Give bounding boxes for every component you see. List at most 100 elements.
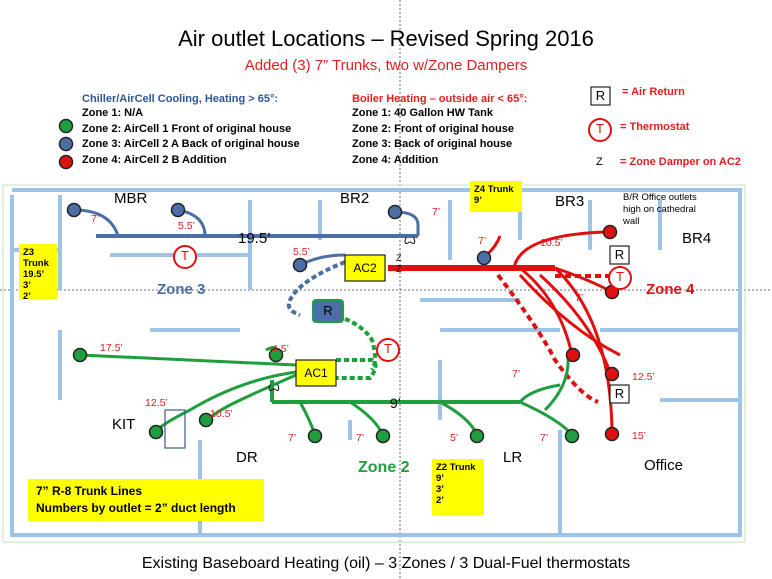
- zone2-outlets: [72, 347, 580, 444]
- duct-len-z2-trunk: 9’: [390, 395, 401, 411]
- return-office-glyph: R: [614, 386, 625, 401]
- room-br3: BR3: [555, 193, 585, 210]
- duct-len-lr-7: 7’: [540, 432, 549, 444]
- trunk-note-box: 7” R-8 Trunk Lines Numbers by outlet = 2…: [28, 479, 264, 521]
- duct-len-kit-left: 17.5’: [100, 342, 123, 354]
- return-central-glyph: R: [323, 303, 333, 318]
- trunk-note-line1: 7” R-8 Trunk Lines: [36, 484, 143, 498]
- legend-zone4-dot: [58, 154, 74, 170]
- legend-cooling-list: Zone 1: N/A Zone 2: AirCell 1 Front of o…: [82, 106, 300, 168]
- z4-trunk-box: Z4 Trunk 9’: [470, 181, 522, 212]
- trunk-note-line2: Numbers by outlet = 2” duct length: [36, 501, 236, 515]
- room-office: Office: [644, 457, 683, 474]
- duct-len-z3-lower: 5.5’: [293, 246, 310, 258]
- zone3-outlets: [66, 202, 492, 273]
- duct-len-z4-upper: 7’: [478, 235, 487, 247]
- duct-len-z3-trunk: 19.5’: [238, 230, 271, 247]
- duct-len-ac1: 4.5’: [272, 343, 289, 355]
- z2-trunk-len2: 3’: [436, 484, 444, 495]
- duct-len-office-12-5: 12.5’: [632, 371, 655, 383]
- legend-return-glyph: R: [595, 88, 606, 103]
- return-office: [609, 384, 630, 404]
- z3-trunk-len1: 19.5’: [23, 269, 45, 280]
- thermostat-zone3-glyph: T: [181, 248, 189, 263]
- legend-cooling-zone3: Zone 3: AirCell 2 A Back of original hou…: [82, 138, 300, 150]
- z3-trunk-title: Z3 Trunk: [23, 247, 49, 269]
- z3-trunk-box: Z3 Trunk 19.5’ 3’ 2’: [19, 244, 57, 302]
- legend-boiler-zone4: Zone 4: Addition: [352, 153, 439, 166]
- legend-boiler-zone1: Zone 1: 40 Gallon HW Tank: [352, 107, 493, 119]
- legend-return-label: = Air Return: [622, 86, 685, 98]
- legend-return-symbol: [590, 86, 611, 106]
- return-br4: [609, 245, 630, 265]
- room-dr: DR: [236, 449, 258, 466]
- duct-len-kit-12-5: 12.5’: [145, 397, 168, 409]
- z2-trunk-len3: 2’: [436, 495, 444, 506]
- page-subtitle: Added (3) 7” Trunks, two w/Zone Dampers: [244, 57, 528, 74]
- z2-trunk-len1: 9’: [436, 473, 444, 484]
- thermostat-zone2-glyph: T: [384, 341, 392, 356]
- zone2-label: Zone 2: [358, 459, 410, 476]
- room-br4: BR4: [682, 230, 712, 247]
- legend-boiler-zone2: Zone 2: Front of original house: [352, 122, 514, 135]
- thermostat-zone3: [173, 245, 197, 269]
- joint-mark-ac1: Ꙍ: [268, 383, 280, 394]
- duct-len-mbr-left: 7’: [91, 213, 100, 225]
- zone3-label: Zone 3: [157, 281, 206, 298]
- z4-trunk-len: 9’: [474, 195, 482, 206]
- legend-damper-glyph: Z: [596, 156, 603, 168]
- room-br2: BR2: [340, 190, 370, 207]
- duct-len-dr-b: 7’: [356, 432, 365, 444]
- plan-border: [2, 184, 746, 543]
- legend-cooling-zone1: Zone 1: N/A: [82, 107, 144, 119]
- duct-len-office-15: 15’: [632, 430, 647, 442]
- return-central: [312, 299, 344, 323]
- z3-trunk-len2: 3’: [23, 280, 31, 291]
- legend-cooling-heading: Chiller/AirCell Cooling, Heating > 65°:: [82, 93, 279, 105]
- damper-z-ac2-lower: Z: [396, 264, 402, 274]
- return-br4-glyph: R: [614, 247, 625, 262]
- legend-thermostat-glyph: T: [596, 121, 604, 136]
- zone4-ducts: [388, 230, 621, 431]
- ac1-unit: [295, 359, 337, 387]
- walls: [10, 188, 742, 537]
- joint-mark-ac2: Ꙍ: [404, 236, 416, 247]
- legend-zone2-dot: [58, 118, 74, 134]
- legend-boiler-list: Zone 1: 40 Gallon HW Tank Zone 2: Front …: [352, 106, 514, 168]
- duct-len-dr-a: 7’: [288, 432, 297, 444]
- damper-z-ac2: Z: [396, 253, 402, 263]
- z2-trunk-box: Z2 Trunk 9’ 3’ 2’: [432, 459, 484, 515]
- legend-damper-label: = Zone Damper on AC2: [620, 156, 741, 168]
- room-mbr: MBR: [114, 190, 148, 207]
- kitchen-fixture: [164, 409, 186, 449]
- thermostat-zone2: [376, 338, 400, 362]
- room-lr: LR: [503, 449, 523, 466]
- office-outlet-note: B/R Office outlets high on cathedral wal…: [623, 192, 697, 227]
- legend-thermostat-label: = Thermostat: [620, 121, 690, 133]
- thermostat-zone4: [608, 266, 632, 290]
- legend-cooling-zone2: Zone 2: AirCell 1 Front of original hous…: [82, 122, 292, 135]
- page-title: Air outlet Locations – Revised Spring 20…: [178, 26, 594, 51]
- z4-trunk-title: Z4 Trunk: [474, 184, 514, 195]
- duct-len-kit-10-5: 10.5’: [210, 408, 233, 420]
- legend-boiler-heading: Boiler Heating – outside air < 65°:: [352, 93, 528, 105]
- duct-len-z4-7: 7’: [575, 292, 584, 304]
- ac1-label: AC1: [304, 366, 328, 380]
- duct-len-lr-5: 5’: [450, 432, 459, 444]
- legend-thermostat-symbol: [588, 118, 612, 142]
- legend-boiler-zone3: Zone 3: Back of original house: [352, 138, 513, 150]
- z2-trunk-title: Z2 Trunk: [436, 462, 476, 473]
- room-kit: KIT: [112, 416, 136, 433]
- duct-len-br2: 7’: [432, 206, 441, 218]
- legend-zone3-dot: [58, 136, 74, 152]
- footer-note: Existing Baseboard Heating (oil) – 3 Zon…: [141, 555, 631, 572]
- zone4-label: Zone 4: [646, 281, 695, 298]
- duct-len-z4-10-5: 10.5’: [540, 237, 563, 249]
- duct-len-mbr-right: 5.5’: [178, 220, 195, 232]
- ac2-unit: [344, 254, 386, 282]
- ac2-label: AC2: [353, 261, 377, 275]
- duct-len-lr-7b: 7’: [512, 368, 521, 380]
- z3-trunk-len3: 2’: [23, 291, 31, 302]
- legend-cooling-zone4: Zone 4: AirCell 2 B Addition: [82, 153, 227, 166]
